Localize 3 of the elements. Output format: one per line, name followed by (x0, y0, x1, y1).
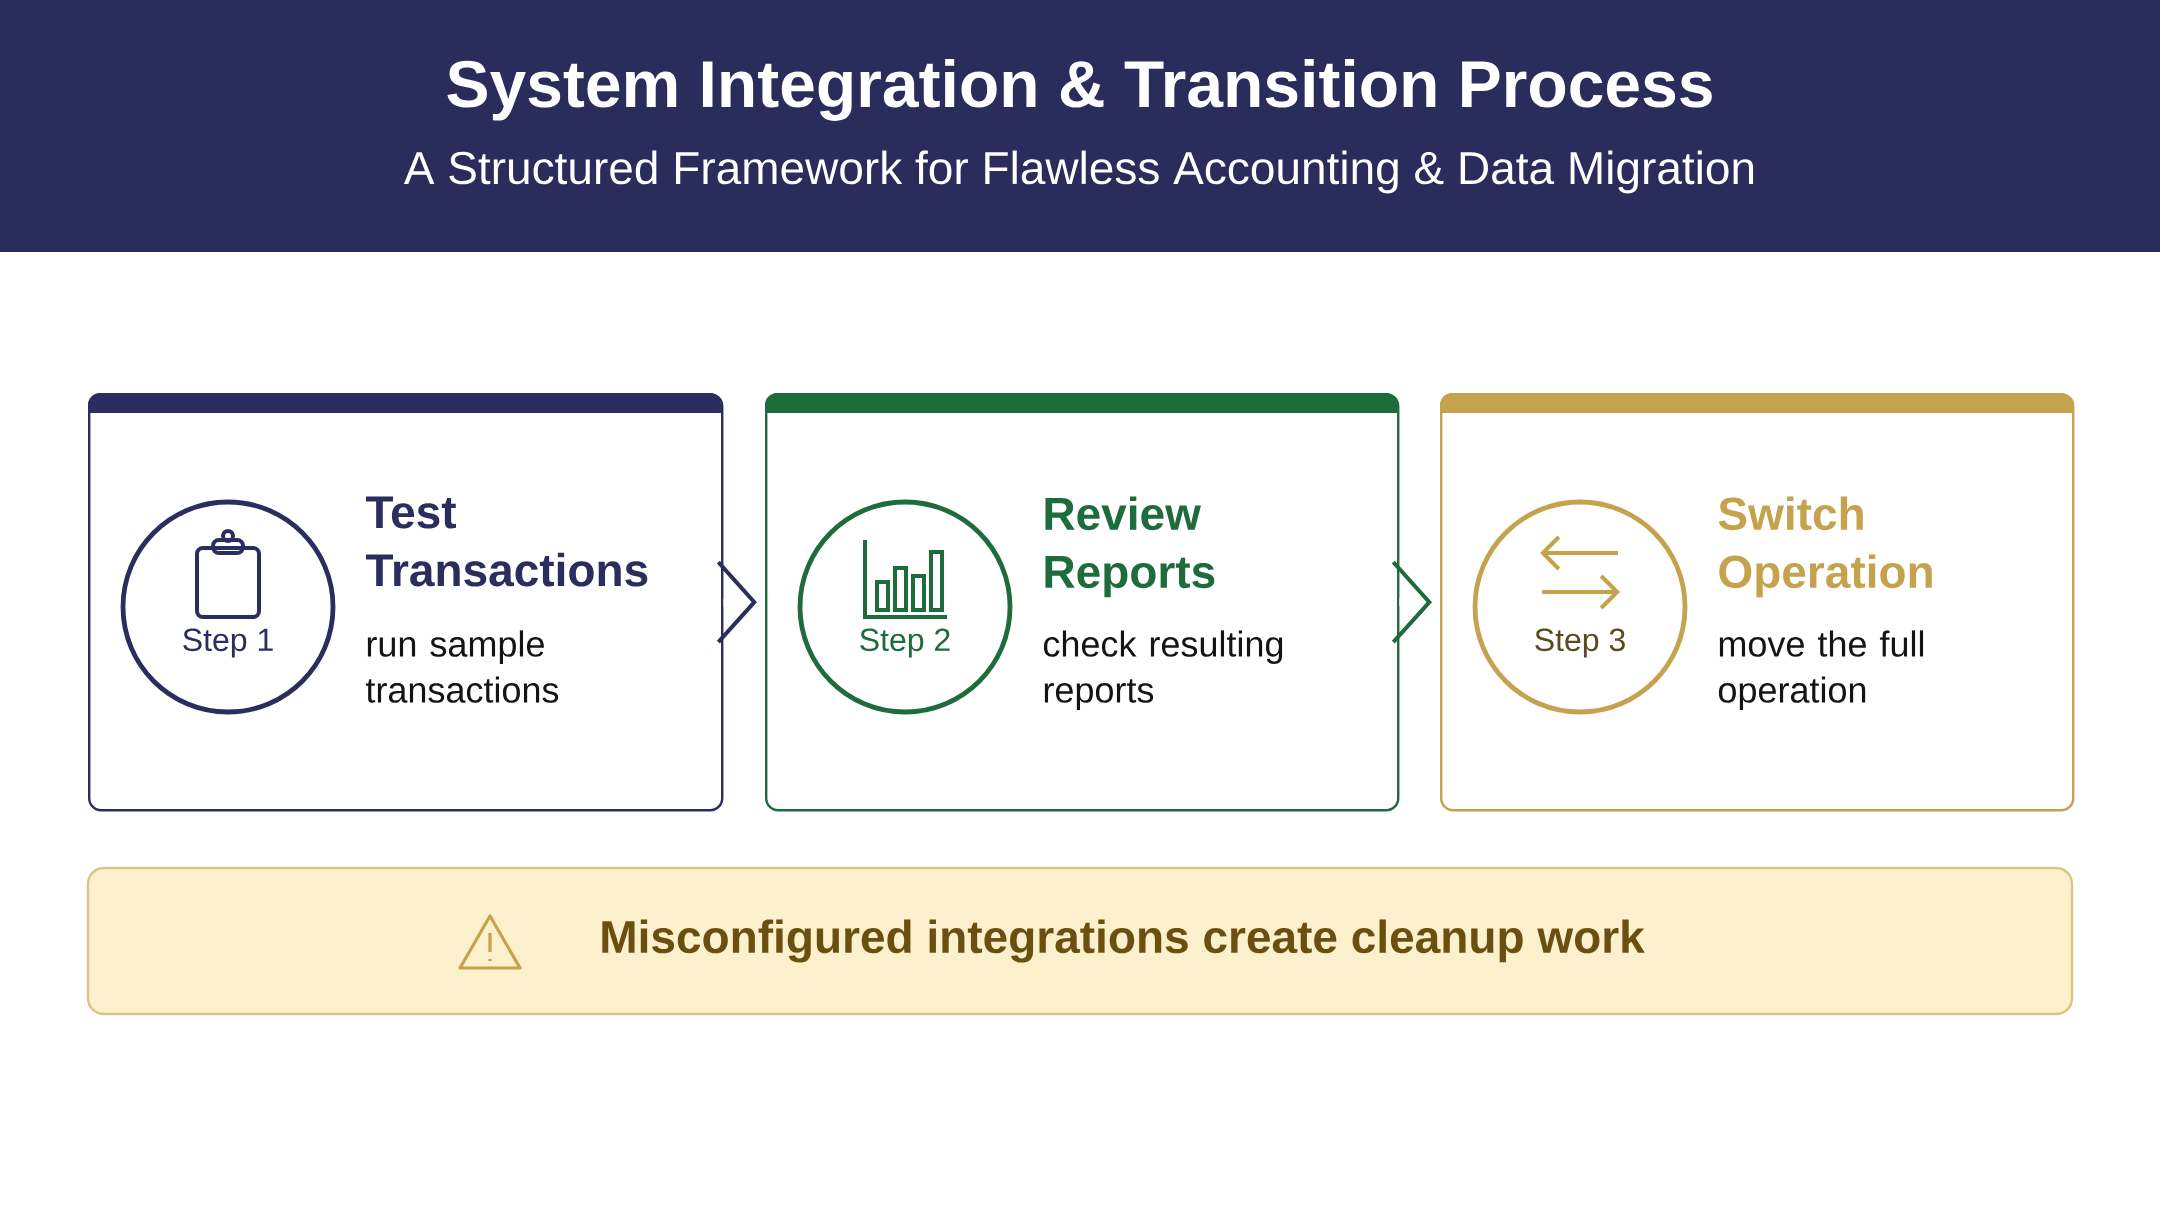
warning-banner: Misconfigured integrations create cleanup work (86, 866, 2074, 1016)
title: System Integration & Transition Process (447, 59, 1712, 121)
subtitle: A Structured Framework for Flawless Accounting & Data Migration (403, 150, 1754, 194)
